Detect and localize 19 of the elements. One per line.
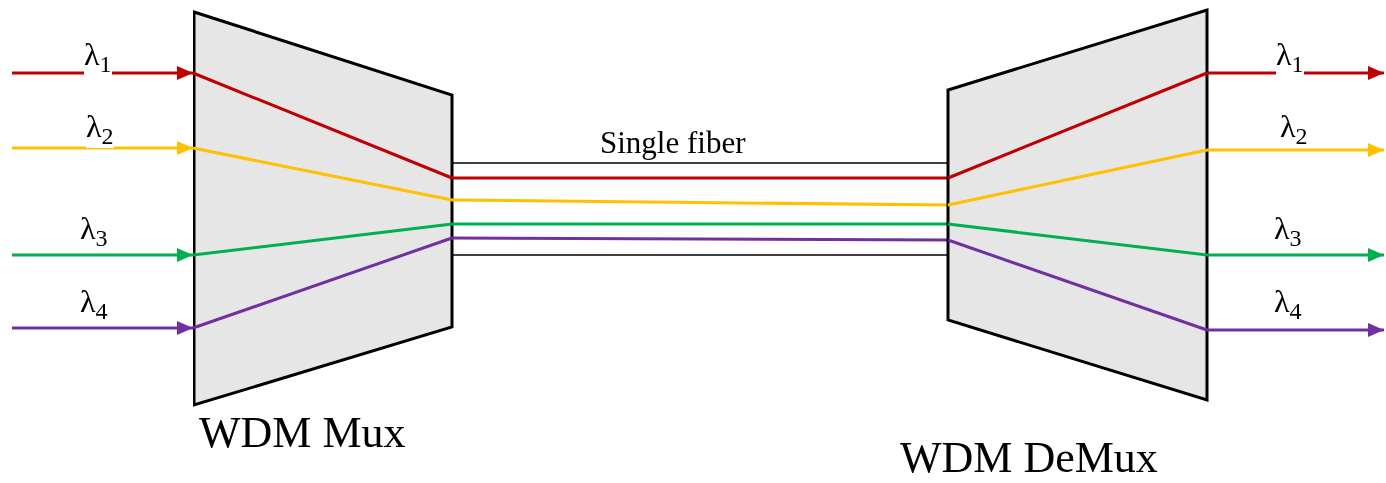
light-path-line [192,71,453,180]
fiber-label: Single fiber [600,127,746,158]
light-path-line [192,236,453,330]
light-path-line [192,146,453,202]
arrow [12,248,193,262]
light-path-line [947,238,1208,332]
block-label: WDM DeMux [900,436,1158,480]
block-label: WDM Mux [199,411,406,455]
arrow [12,321,193,335]
arrow [12,141,193,155]
arrow [1207,248,1384,262]
arrow [1207,323,1384,337]
arrow [1207,66,1384,80]
light-path-line [192,222,453,257]
light-path-line [947,148,1208,207]
light-path-line [947,222,1208,257]
arrow [12,66,193,80]
arrow [1207,143,1384,157]
light-path-line [947,71,1208,180]
